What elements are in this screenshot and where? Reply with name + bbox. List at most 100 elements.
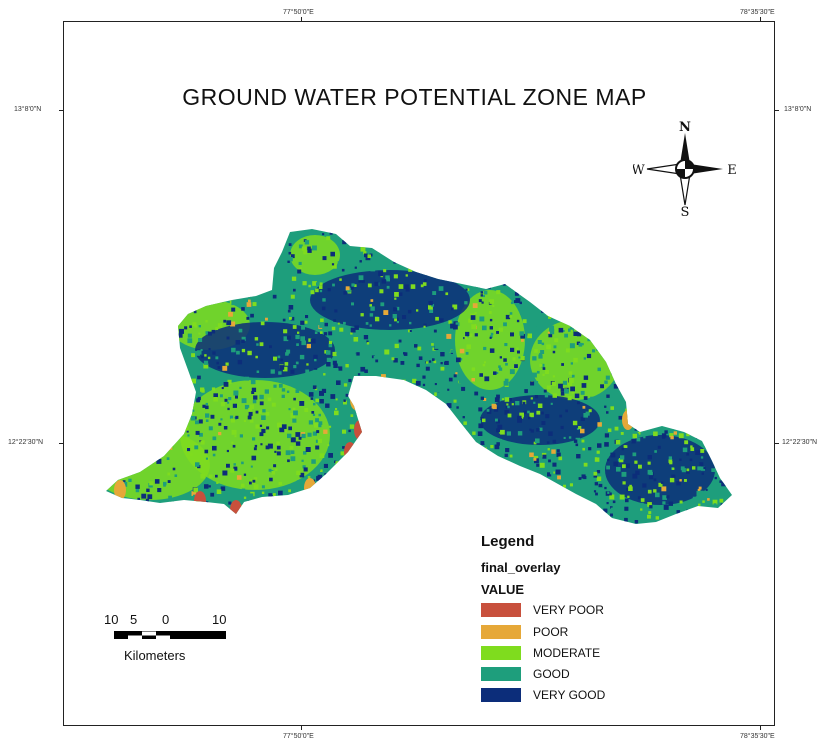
zone-pixel (412, 236, 416, 240)
zone-pixel (490, 457, 495, 462)
zone-pixel (688, 348, 693, 354)
zone-pixel (511, 521, 515, 524)
zone-pixel (287, 433, 292, 439)
zone-pixel (248, 263, 253, 268)
zone-pixel (550, 505, 553, 508)
zone-pixel (447, 469, 450, 473)
zone-pixel (447, 460, 451, 463)
zone-pixel (725, 323, 729, 327)
zone-pixel (177, 262, 181, 267)
zone-pixel (212, 453, 216, 457)
zone-pixel (540, 313, 544, 317)
zone-pixel (119, 235, 122, 238)
zone-pixel (190, 263, 193, 266)
zone-pixel (611, 370, 615, 375)
zone-pixel (541, 505, 546, 510)
zone-pixel (330, 519, 336, 524)
zone-pixel (482, 407, 486, 410)
zone-pixel (365, 322, 369, 325)
zone-pixel (703, 513, 707, 517)
zone-pixel (582, 516, 587, 520)
zone-pixel (519, 331, 524, 336)
zone-pixel (320, 318, 324, 323)
zone-pixel (388, 406, 394, 412)
zone-pixel (561, 259, 565, 263)
zone-pixel (215, 261, 220, 266)
zone-pixel (301, 340, 306, 346)
zone-pixel (657, 329, 660, 333)
zone-pixel (129, 251, 134, 255)
zone-pixel (217, 366, 221, 369)
zone-pixel (589, 334, 593, 338)
zone-pixel (653, 478, 657, 482)
zone-pixel (107, 332, 111, 336)
zone-pixel (578, 235, 582, 240)
zone-pixel (204, 449, 209, 454)
zone-pixel (379, 289, 384, 294)
zone-pixel (549, 314, 554, 318)
grid-label-right-lower: 12°22'30"N (782, 439, 818, 446)
zone-pixel (465, 288, 468, 291)
zone-pixel (217, 323, 223, 328)
zone-pixel (588, 409, 592, 413)
zone-pixel (365, 461, 371, 467)
zone-pixel (156, 507, 159, 511)
zone-pixel (567, 270, 572, 275)
zone-pixel (566, 241, 570, 244)
zone-pixel (628, 229, 632, 231)
zone-pixel (379, 236, 385, 242)
grid-tick (775, 443, 779, 444)
zone-pixel (682, 447, 688, 453)
zone-pixel (509, 465, 512, 469)
zone-pixel (233, 289, 238, 294)
zone-pixel (262, 409, 266, 413)
zone-pixel (723, 288, 729, 294)
zone-pixel (708, 252, 711, 255)
zone-pixel (447, 232, 453, 237)
zone-pixel (326, 350, 331, 355)
zone-pixel (106, 267, 108, 270)
zone-pixel (235, 415, 239, 419)
zone-pixel (627, 495, 630, 498)
zone-pixel (610, 521, 616, 524)
zone-pixel (146, 247, 151, 252)
zone-pixel (509, 312, 513, 315)
zone-pixel (398, 339, 402, 343)
zone-pixel (590, 516, 595, 521)
zone-pixel (135, 512, 140, 518)
zone-pixel (594, 482, 598, 486)
zone-pixel (276, 441, 280, 445)
zone-pixel (647, 489, 652, 494)
zone-pixel (463, 521, 469, 524)
zone-pixel (716, 358, 720, 361)
zone-pixel (379, 439, 385, 445)
zone-pixel (405, 287, 410, 292)
zone-pixel (434, 392, 438, 396)
zone-pixel (205, 413, 210, 418)
zone-pixel (617, 291, 621, 295)
zone-pixel (351, 302, 354, 306)
zone-pixel (261, 491, 265, 494)
zone-pixel (398, 284, 404, 289)
zone-pixel (603, 420, 608, 426)
zone-pixel (186, 521, 191, 524)
zone-pixel (392, 251, 397, 255)
zone-pixel (312, 245, 317, 251)
zone-pixel (616, 405, 620, 409)
zone-pixel (377, 241, 381, 245)
zone-pixel (147, 418, 150, 421)
zone-pixel (623, 502, 628, 507)
zone-pixel (261, 415, 266, 420)
zone-pixel (679, 312, 683, 316)
zone-pixel (352, 476, 358, 482)
zone-pixel (326, 236, 331, 241)
zone-pixel (463, 337, 466, 340)
zone-pixel (498, 448, 502, 453)
zone-pixel (574, 510, 579, 515)
zone-very-poor (344, 442, 356, 462)
zone-pixel (255, 286, 259, 290)
zone-pixel (628, 292, 633, 298)
zone-pixel (156, 342, 161, 348)
zone-pixel (581, 343, 584, 346)
zone-pixel (277, 246, 282, 252)
